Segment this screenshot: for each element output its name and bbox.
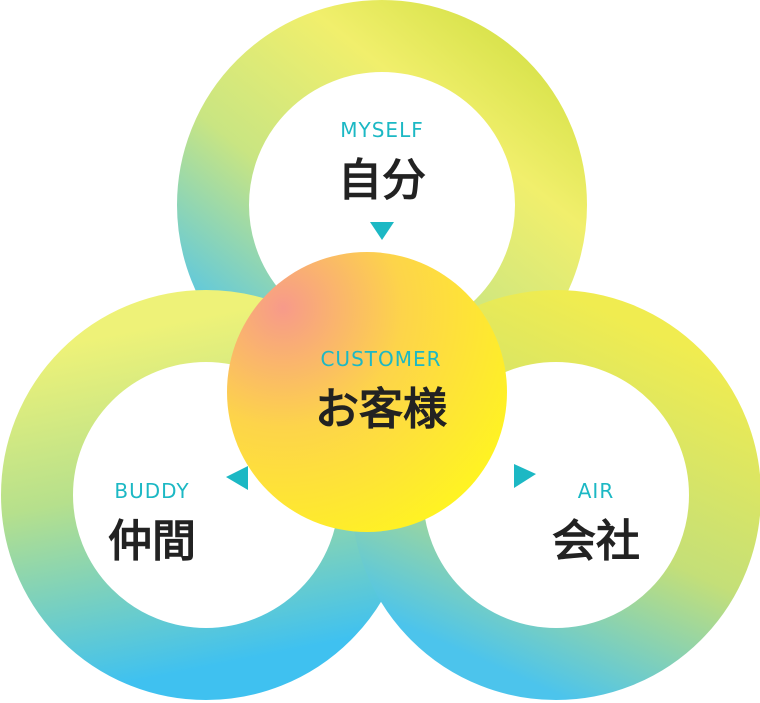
label-myself-en: MYSELF (340, 118, 424, 142)
label-air-en: AIR (577, 479, 615, 503)
label-air: AIR 会社 (552, 479, 640, 569)
arrow-air-icon (514, 464, 536, 488)
label-customer-en: CUSTOMER (320, 347, 442, 371)
label-customer-jp: お客様 (315, 384, 447, 435)
label-buddy-en: BUDDY (114, 479, 190, 503)
arrow-buddy-icon (226, 466, 248, 490)
label-customer: CUSTOMER お客様 (315, 347, 447, 437)
center-customer-circle (227, 252, 507, 532)
label-myself: MYSELF 自分 (338, 118, 426, 208)
label-buddy: BUDDY 仲間 (108, 479, 196, 569)
label-air-jp: 会社 (552, 516, 640, 567)
arrow-myself-icon (370, 222, 394, 240)
label-buddy-jp: 仲間 (108, 516, 196, 567)
label-myself-jp: 自分 (338, 155, 426, 206)
